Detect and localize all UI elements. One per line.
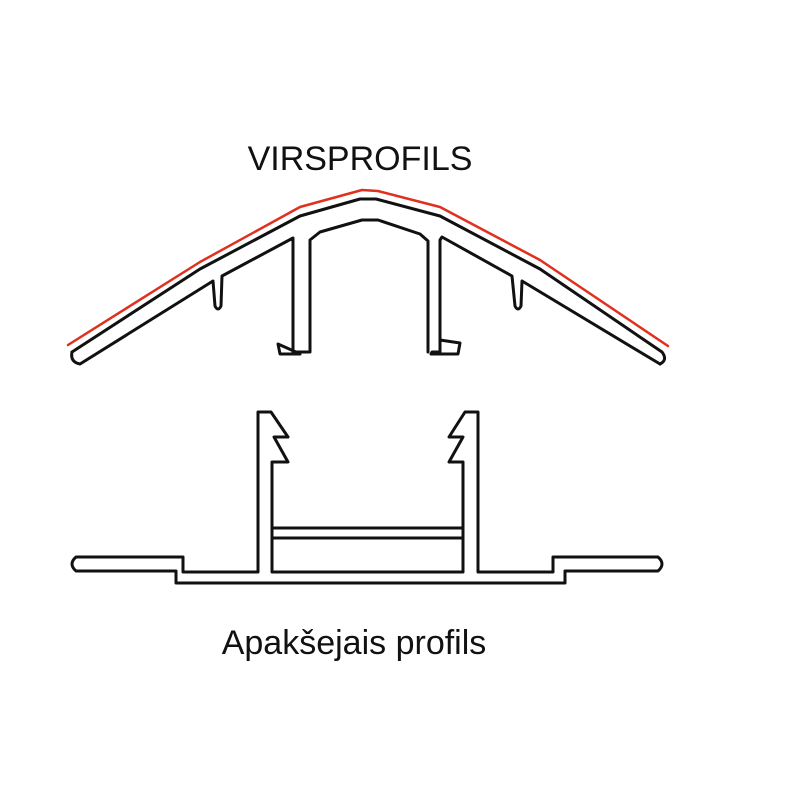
upper-profile-outer-skin [70, 197, 667, 366]
top-profile-label: VIRSPROFILS [247, 140, 473, 178]
lower-profile-outline [70, 410, 664, 585]
bottom-profile-label: Apakšejais profils [221, 624, 487, 662]
upper-profile-inner [70, 218, 662, 366]
upper-profile-red-edge [66, 188, 670, 348]
lower-profile-crossbar [270, 526, 465, 540]
